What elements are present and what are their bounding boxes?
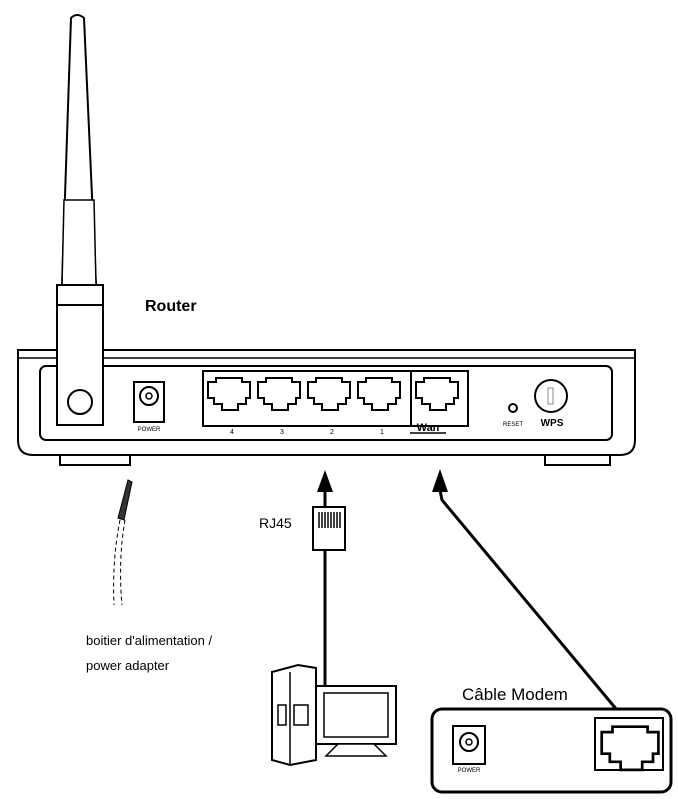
reset-button (508, 403, 518, 413)
rj45-plug (312, 506, 346, 551)
cable-modem: POWER (430, 707, 673, 794)
modem-power-label: POWER (458, 768, 481, 774)
router-power-jack (133, 381, 165, 423)
power-adapter-label-line1: boitier d'alimentation / (86, 633, 212, 648)
router-power-label: POWER (138, 427, 161, 433)
antenna (56, 14, 104, 426)
router-foot-right (544, 454, 611, 466)
wps-button (534, 379, 568, 413)
router-title: Router (145, 298, 197, 315)
power-adapter-label-line2: power adapter (86, 658, 170, 673)
wan-cable-arrow (432, 469, 624, 717)
computer (271, 663, 397, 767)
lan-port-3-label: 3 (280, 429, 284, 436)
lan-port-1-label: 1 (380, 429, 384, 436)
power-cable (113, 479, 133, 606)
lan-port-2-label: 2 (330, 429, 334, 436)
rj45-label: RJ45 (259, 515, 292, 531)
lan-cable-arrow (317, 470, 333, 690)
router-foot-left (59, 454, 131, 466)
reset-label: RESET (503, 422, 523, 428)
wan-label: Wan (417, 422, 440, 434)
lan-port-4-label: 4 (230, 429, 234, 436)
wps-label: WPS (541, 418, 564, 429)
router: POWER 4 3 2 1 Wan RESET WPS (17, 14, 636, 466)
modem-title: Câble Modem (462, 685, 568, 704)
